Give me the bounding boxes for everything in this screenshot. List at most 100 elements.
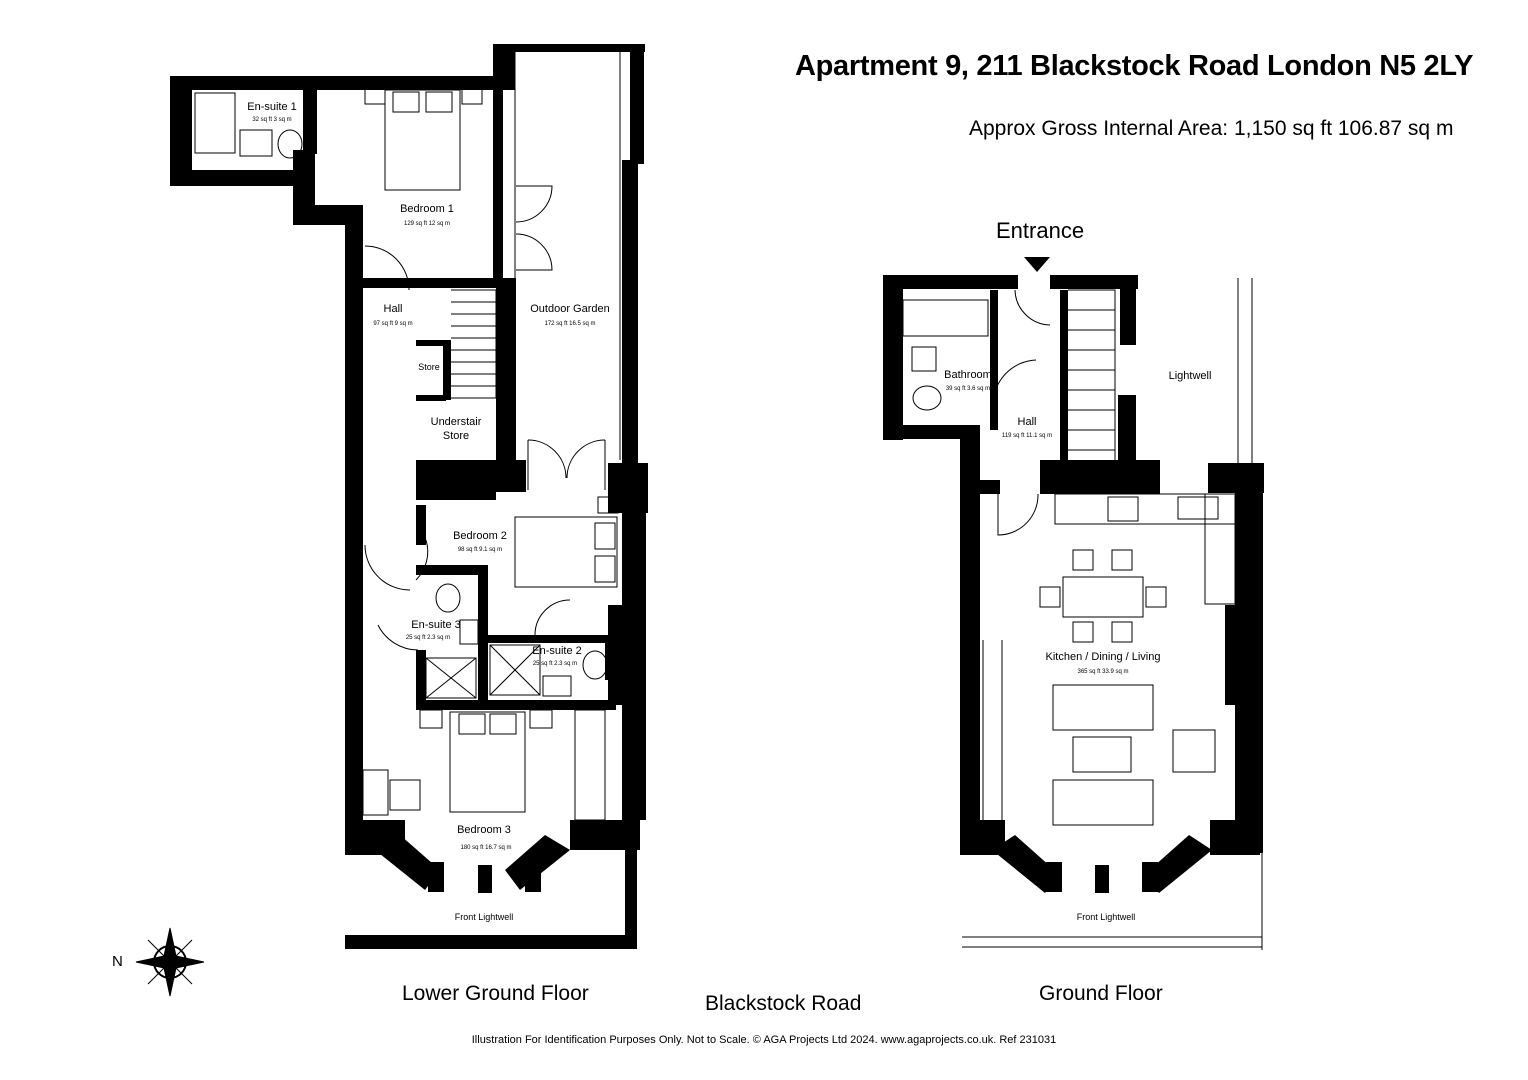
- wall: [990, 290, 998, 430]
- wall: [170, 76, 500, 90]
- toilet: [277, 129, 303, 159]
- chair: [1145, 586, 1167, 608]
- room-label-bedroom-2: Bedroom 2: [453, 530, 507, 542]
- door-swing: [1014, 289, 1051, 326]
- compass-point: [135, 955, 171, 969]
- room-area-en-suite-1: 32 sq ft 3 sq m: [252, 117, 292, 123]
- bay-wall: [525, 862, 541, 892]
- shower-tray: [194, 92, 236, 154]
- wall: [493, 90, 503, 280]
- staircase: [1068, 289, 1116, 466]
- compass-point: [163, 927, 177, 963]
- road-label: Blackstock Road: [705, 992, 862, 1015]
- wall: [416, 700, 616, 710]
- door-swing: [364, 245, 410, 291]
- pillow: [594, 522, 616, 550]
- bed: [514, 516, 618, 588]
- wall: [883, 275, 1018, 289]
- wall: [883, 275, 903, 440]
- pillow: [489, 713, 517, 735]
- entrance-label: Entrance: [996, 218, 1085, 243]
- wall: [416, 278, 516, 288]
- wardrobe: [574, 709, 606, 821]
- bay-wall: [1095, 865, 1109, 893]
- room-label-en-suite-1: En-suite 1: [247, 101, 297, 113]
- bedside-table: [597, 496, 619, 514]
- room-area-bedroom-1: 129 sq ft 12 sq m: [403, 221, 451, 227]
- wall: [488, 635, 618, 643]
- floor-label-ground: Ground Floor: [1039, 982, 1163, 1005]
- room-area-en-suite-2: 25 sq ft 2.3 sq m: [532, 661, 578, 667]
- sofa: [1052, 779, 1154, 826]
- room-area-hall-lower: 97 sq ft 9 sq m: [373, 321, 413, 327]
- room-area-kitchen-dining-living: 365 sq ft 33.9 sq m: [1077, 669, 1129, 675]
- chair: [1111, 549, 1133, 571]
- shower-tray: [489, 644, 541, 696]
- room-label-outdoor-garden: Outdoor Garden: [530, 303, 610, 315]
- wall: [416, 505, 426, 545]
- coffee-table: [1072, 736, 1132, 773]
- compass-rose-icon: [135, 927, 205, 997]
- gross-area: Approx Gross Internal Area: 1,150 sq ft …: [969, 117, 1454, 140]
- footer-disclaimer: Illustration For Identification Purposes…: [471, 1034, 1057, 1046]
- room-area-outdoor-garden: 172 sq ft 16.5 sq m: [544, 321, 596, 327]
- wall: [515, 44, 645, 52]
- lightwell-side-label: Lightwell: [1168, 370, 1212, 382]
- wall: [443, 340, 451, 400]
- sink: [1177, 496, 1219, 520]
- bay-wall: [1046, 862, 1062, 892]
- compass-point: [169, 961, 193, 985]
- door-swing: [515, 233, 553, 271]
- wall: [345, 935, 637, 949]
- pillow: [425, 91, 453, 113]
- basin: [911, 346, 937, 372]
- wall: [345, 205, 363, 855]
- room-label-en-suite-2: En-suite 2: [532, 645, 582, 657]
- lower-ground-floor-plan: [170, 44, 648, 949]
- door-swing: [992, 359, 1037, 406]
- room-label-store: Store: [418, 362, 440, 372]
- wall: [303, 90, 317, 154]
- bath: [902, 299, 989, 337]
- door-swing: [997, 493, 1039, 536]
- chair: [1111, 621, 1133, 643]
- toilet: [582, 650, 608, 680]
- wall: [1050, 275, 1138, 289]
- bay-wall: [375, 835, 440, 890]
- sofa: [1052, 684, 1154, 731]
- door-swing: [534, 599, 571, 636]
- basin: [542, 675, 572, 697]
- wall: [960, 480, 1000, 494]
- lower-ground-fixtures: [194, 52, 621, 821]
- room-label-bathroom: Bathroom: [944, 369, 992, 381]
- room-label-understair-store: Store: [442, 430, 470, 442]
- compass-point: [163, 961, 177, 997]
- kitchen-counter: [1204, 493, 1236, 605]
- wall: [1210, 820, 1260, 855]
- desk: [362, 769, 389, 816]
- wall: [622, 160, 638, 470]
- room-label-hall-lower: Hall: [383, 303, 403, 315]
- bedside-table: [364, 87, 386, 105]
- pillow: [392, 91, 420, 113]
- wall: [1225, 605, 1245, 705]
- room-label-bedroom-1: Bedroom 1: [400, 203, 454, 215]
- bedside-table: [461, 87, 483, 105]
- wall: [883, 425, 978, 439]
- ground-floor-plan: [883, 257, 1264, 893]
- bed: [449, 711, 526, 813]
- bedside-table: [529, 709, 553, 729]
- staircase: [451, 289, 497, 399]
- toilet: [435, 583, 461, 613]
- room-area-en-suite-3: 25 sq ft 2.3 sq m: [405, 635, 451, 641]
- door-swing: [377, 624, 419, 651]
- toilet: [912, 385, 942, 411]
- bay-wall: [1144, 835, 1212, 893]
- room-label-understair: Understair: [430, 416, 482, 428]
- room-label-en-suite-3: En-suite 3: [411, 619, 461, 631]
- wall: [170, 76, 192, 186]
- wall: [416, 650, 426, 710]
- bedside-table: [419, 709, 443, 729]
- chair: [1072, 621, 1094, 643]
